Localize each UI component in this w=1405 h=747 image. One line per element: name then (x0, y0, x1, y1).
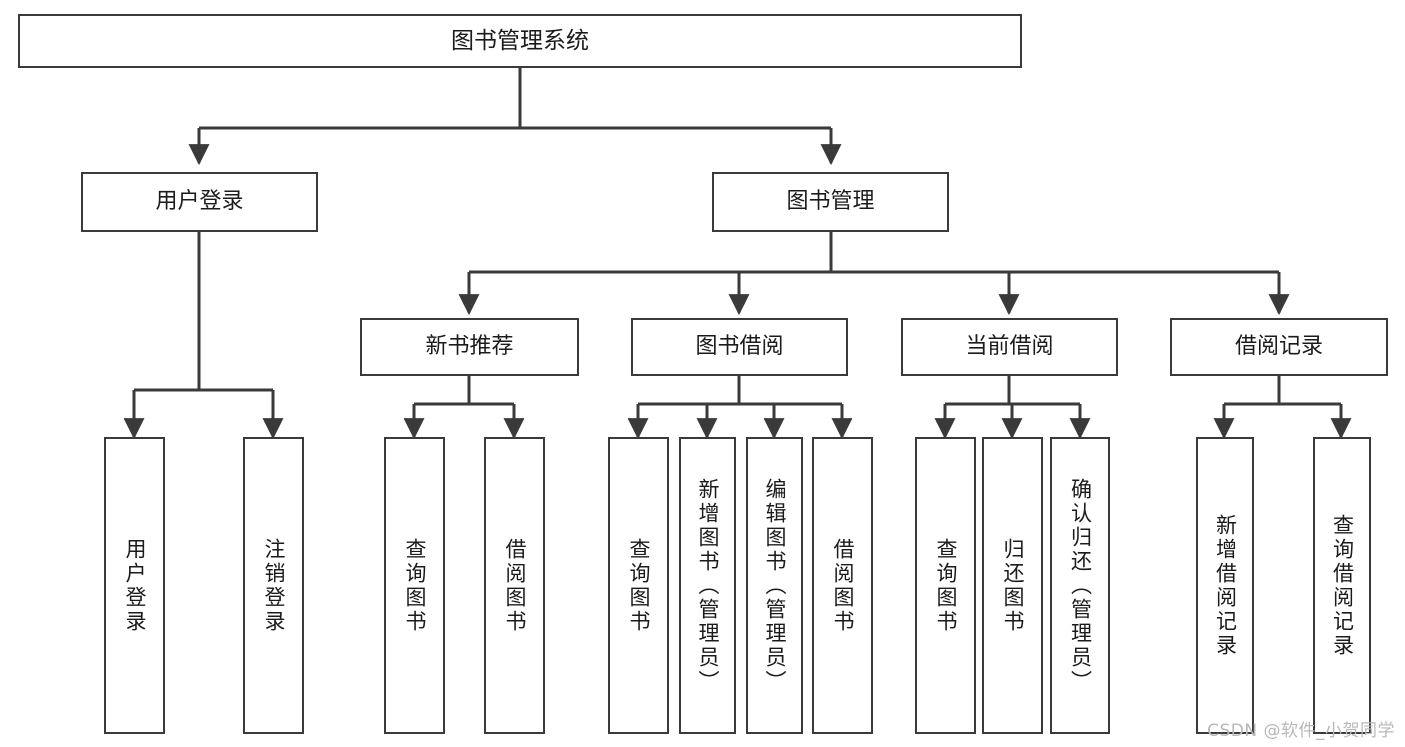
leaf-query-book-borrow[interactable]: 查询图书 (608, 437, 669, 734)
leaf-query-book-recommend-label: 查询图书 (403, 537, 427, 634)
leaf-edit-book-admin-label: 编辑图书（管理员） (763, 477, 787, 694)
leaf-borrow-book-label: 借阅图书 (831, 537, 855, 634)
node-book-borrow[interactable]: 图书借阅 (631, 318, 848, 376)
leaf-borrow-book-recommend-label: 借阅图书 (503, 537, 527, 634)
leaf-query-borrow-record[interactable]: 查询借阅记录 (1313, 437, 1371, 734)
leaf-query-book-borrow-label: 查询图书 (627, 537, 651, 634)
node-root-label: 图书管理系统 (451, 27, 589, 54)
node-current-borrow-label: 当前借阅 (965, 334, 1054, 360)
leaf-edit-book-admin[interactable]: 编辑图书（管理员） (746, 437, 803, 734)
node-new-book-recommend[interactable]: 新书推荐 (360, 318, 579, 376)
node-book-management-label: 图书管理 (786, 189, 875, 215)
node-borrow-records-label: 借阅记录 (1234, 334, 1323, 360)
leaf-return-book[interactable]: 归还图书 (982, 437, 1043, 734)
leaf-query-book-current-label: 查询图书 (934, 537, 958, 634)
node-book-management[interactable]: 图书管理 (712, 172, 949, 232)
node-current-borrow[interactable]: 当前借阅 (901, 318, 1118, 376)
node-user-login[interactable]: 用户登录 (81, 172, 318, 232)
node-new-book-recommend-label: 新书推荐 (425, 334, 514, 360)
leaf-add-book-admin-label: 新增图书（管理员） (696, 477, 720, 694)
node-root[interactable]: 图书管理系统 (18, 14, 1022, 68)
leaf-query-book-recommend[interactable]: 查询图书 (384, 437, 445, 734)
leaf-add-book-admin[interactable]: 新增图书（管理员） (679, 437, 736, 734)
leaf-user-login-label: 用户登录 (123, 537, 147, 634)
watermark-text: CSDN @软件_小贺同学 (1207, 721, 1395, 741)
leaf-user-login[interactable]: 用户登录 (104, 437, 165, 734)
node-borrow-records[interactable]: 借阅记录 (1170, 318, 1388, 376)
leaf-add-borrow-record-label: 新增借阅记录 (1213, 513, 1238, 658)
leaf-borrow-book[interactable]: 借阅图书 (812, 437, 873, 734)
leaf-logout[interactable]: 注销登录 (243, 437, 304, 734)
leaf-query-borrow-record-label: 查询借阅记录 (1330, 513, 1355, 658)
node-user-login-label: 用户登录 (155, 189, 244, 215)
leaf-return-book-label: 归还图书 (1001, 537, 1025, 634)
leaf-add-borrow-record[interactable]: 新增借阅记录 (1196, 437, 1254, 734)
leaf-borrow-book-recommend[interactable]: 借阅图书 (484, 437, 545, 734)
leaf-logout-label: 注销登录 (262, 537, 286, 634)
node-book-borrow-label: 图书借阅 (695, 334, 784, 360)
leaf-confirm-return-admin-label: 确认归还（管理员） (1068, 477, 1093, 694)
leaf-confirm-return-admin[interactable]: 确认归还（管理员） (1050, 437, 1110, 734)
leaf-query-book-current[interactable]: 查询图书 (915, 437, 976, 734)
